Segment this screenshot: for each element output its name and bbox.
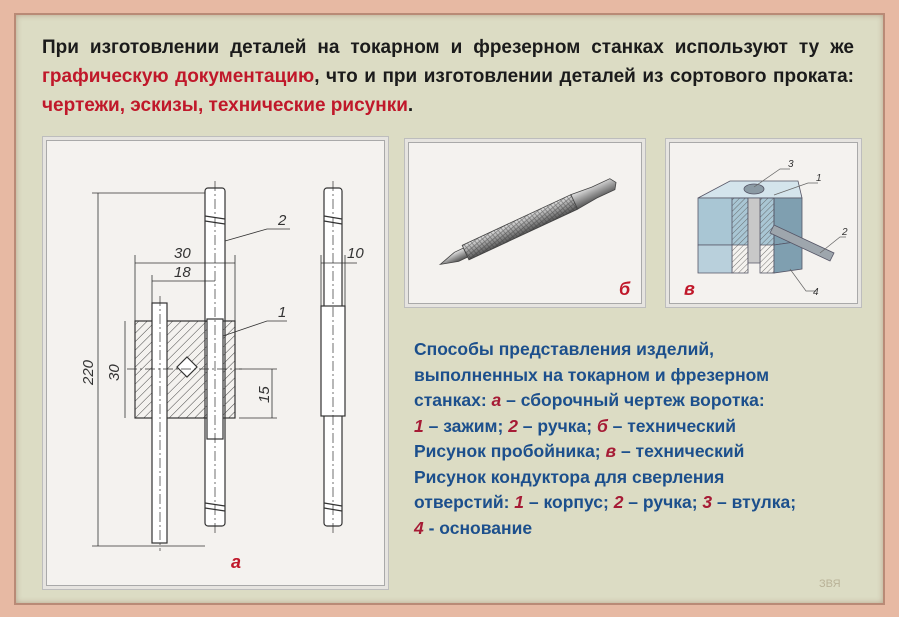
description-text: Способы представления изделий, выполненн…	[414, 339, 797, 538]
jig-callout-2: 2	[841, 227, 848, 238]
callout-1: 1	[278, 304, 286, 321]
dim-30: 30	[174, 245, 191, 262]
assembly-drawing: 30 18 10 220 30 15 2 1	[80, 181, 364, 551]
callout-2: 2	[277, 212, 287, 229]
dim-15: 15	[256, 386, 273, 403]
signature: ЗВЯ	[819, 578, 841, 590]
intro-highlight-drawings: чертежи, эскизы, технические рисунки	[42, 95, 408, 116]
jig-callout-1: 1	[816, 173, 822, 184]
figure-c-label: в	[684, 279, 695, 299]
slide: При изготовлении деталей на токарном и ф…	[14, 13, 885, 605]
punch-drawing	[438, 178, 617, 266]
figure-b-panel: б	[408, 142, 642, 304]
figure-a-panel: 30 18 10 220 30 15 2 1 а	[46, 140, 385, 586]
figure-a-label: а	[231, 552, 242, 572]
dim-30-vertical: 30	[106, 364, 123, 381]
jig-callout-4: 4	[813, 287, 819, 298]
intro-highlight-documentation: графическую документацию	[42, 66, 315, 87]
jig-drawing: 3 1 2 4	[697, 159, 848, 298]
jig-callout-3: 3	[788, 159, 794, 170]
intro-text: При изготовлении деталей на токарном и ф…	[42, 37, 855, 116]
dim-220: 220	[80, 359, 97, 386]
figure-c-panel: 3 1 2 4 в	[669, 142, 858, 304]
dim-10: 10	[347, 245, 364, 262]
figure-b-label: б	[619, 279, 631, 299]
dim-18: 18	[174, 264, 191, 281]
